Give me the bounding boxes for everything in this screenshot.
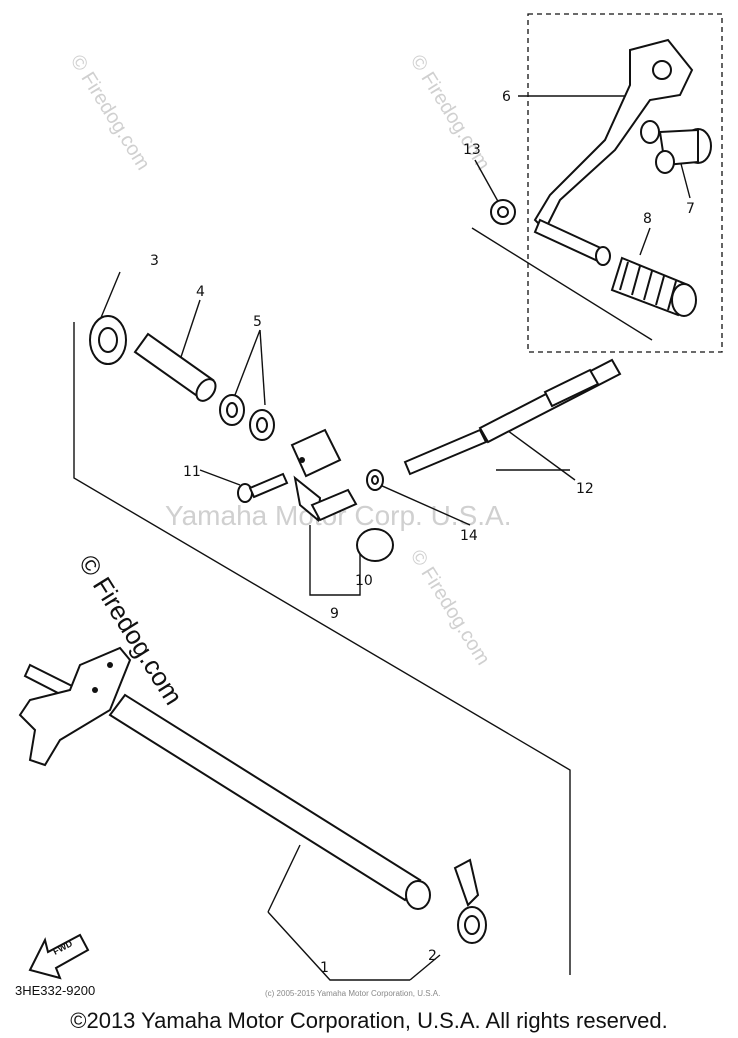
bearings <box>219 394 275 441</box>
callout-1: 1 <box>320 960 329 976</box>
watermark-group: © Firedog.com © Firedog.com © Firedog.co… <box>66 51 512 669</box>
washer <box>366 469 384 491</box>
diagram-code: 3HE332-9200 <box>15 983 95 998</box>
callout-13: 13 <box>463 142 481 158</box>
shift-shaft <box>18 646 431 910</box>
callout-12: 12 <box>576 481 594 497</box>
callouts: 1 2 3 4 5 6 7 8 9 10 11 12 13 14 <box>150 89 695 976</box>
bolt <box>237 472 289 503</box>
spring <box>453 858 487 944</box>
watermark-firedog-3: © Firedog.com <box>406 546 494 669</box>
callout-5: 5 <box>253 314 262 330</box>
shift-pedal <box>533 38 694 266</box>
callout-14: 14 <box>460 528 478 544</box>
callout-6: 6 <box>502 89 511 105</box>
copyright-notice: ©2013 Yamaha Motor Corporation, U.S.A. A… <box>70 1008 668 1033</box>
callout-3: 3 <box>150 253 159 269</box>
fwd-arrow-icon: FWD <box>28 933 90 980</box>
pedal-assembly-dashed-box <box>527 13 723 353</box>
pivot-rod-end <box>640 120 712 174</box>
shift-rod <box>403 358 622 476</box>
callout-7: 7 <box>686 201 695 217</box>
oil-seal <box>89 315 127 365</box>
pedal-rubber <box>610 256 697 317</box>
shift-arm <box>290 428 342 522</box>
callout-8: 8 <box>643 211 652 227</box>
callout-11: 11 <box>183 464 201 480</box>
leader-lines <box>73 95 691 981</box>
small-copyright: (c) 2005-2015 Yamaha Motor Corporation, … <box>265 989 440 998</box>
callout-9: 9 <box>330 606 339 622</box>
callout-10: 10 <box>355 573 373 589</box>
callout-4: 4 <box>196 284 205 300</box>
callout-2: 2 <box>428 948 437 964</box>
watermark-firedog-1: © Firedog.com <box>66 51 154 174</box>
collar <box>133 332 217 402</box>
pin-cap <box>310 488 394 562</box>
watermark-firedog-2: © Firedog.com <box>406 51 494 174</box>
nut <box>490 199 516 225</box>
